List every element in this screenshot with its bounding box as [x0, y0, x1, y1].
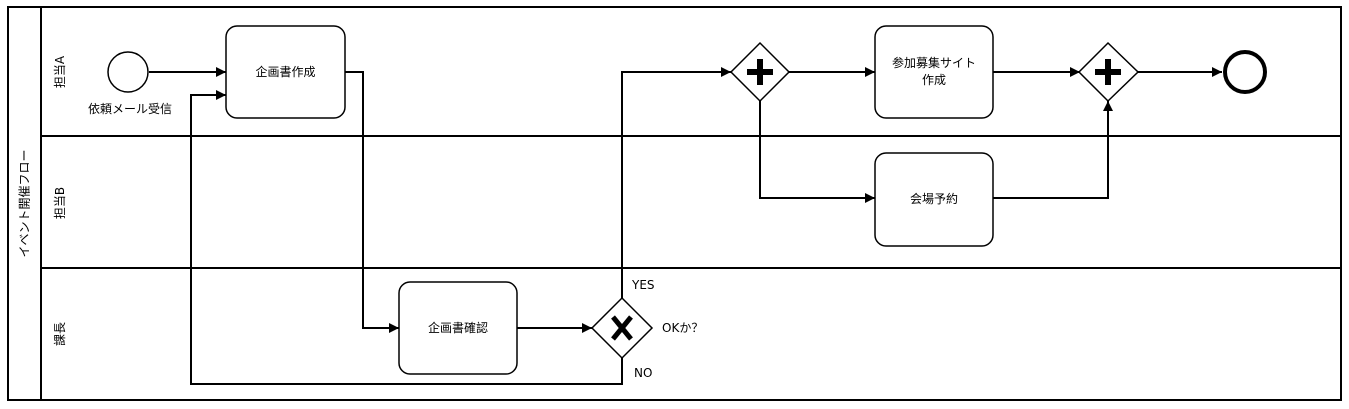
task-site-create-label-line1: 参加募集サイト: [892, 55, 976, 70]
exclusive-gateway-decision: OKか？ YES NO: [590, 278, 703, 380]
lanes: 担当A 担当B 課長: [41, 55, 1341, 346]
decision-no-label: NO: [634, 366, 652, 380]
pool: イベント開催フロー: [7, 6, 1342, 401]
sequence-flows: [149, 67, 1222, 385]
flow-no-to-create: [190, 90, 623, 385]
task-venue-reserve: 会場予約: [874, 152, 994, 247]
task-site-create: 参加募集サイト 作成: [874, 25, 994, 119]
lane-label-b: 担当B: [53, 187, 67, 219]
lane-label-a: 担当A: [53, 55, 67, 88]
task-plan-confirm-label: 企画書確認: [428, 320, 488, 335]
decision-yes-label: YES: [631, 278, 655, 292]
task-site-create-label-line2: 作成: [922, 73, 946, 87]
start-event: 依頼メール受信: [88, 51, 172, 116]
start-event-label: 依頼メール受信: [88, 101, 172, 116]
plus-icon: [1095, 59, 1121, 85]
task-plan-create-label: 企画書作成: [255, 64, 315, 79]
parallel-gateway-join: [1077, 41, 1140, 103]
task-plan-confirm: 企画書確認: [398, 281, 518, 375]
flow-create-to-confirm: [345, 71, 399, 333]
parallel-gateway-fork: [729, 41, 791, 103]
pool-title: イベント開催フロー: [18, 149, 32, 257]
flow-yes-to-fork: [621, 67, 731, 298]
plus-icon: [747, 59, 773, 85]
decision-label: OKか？: [662, 321, 703, 335]
x-icon: [611, 315, 633, 341]
lane-label-kacho: 課長: [52, 322, 67, 346]
flow-venue-to-join: [993, 101, 1113, 199]
flow-fork-to-venue: [759, 101, 875, 203]
end-event: [1223, 50, 1267, 94]
task-venue-reserve-label: 会場予約: [910, 191, 958, 206]
task-plan-create: 企画書作成: [225, 25, 346, 119]
